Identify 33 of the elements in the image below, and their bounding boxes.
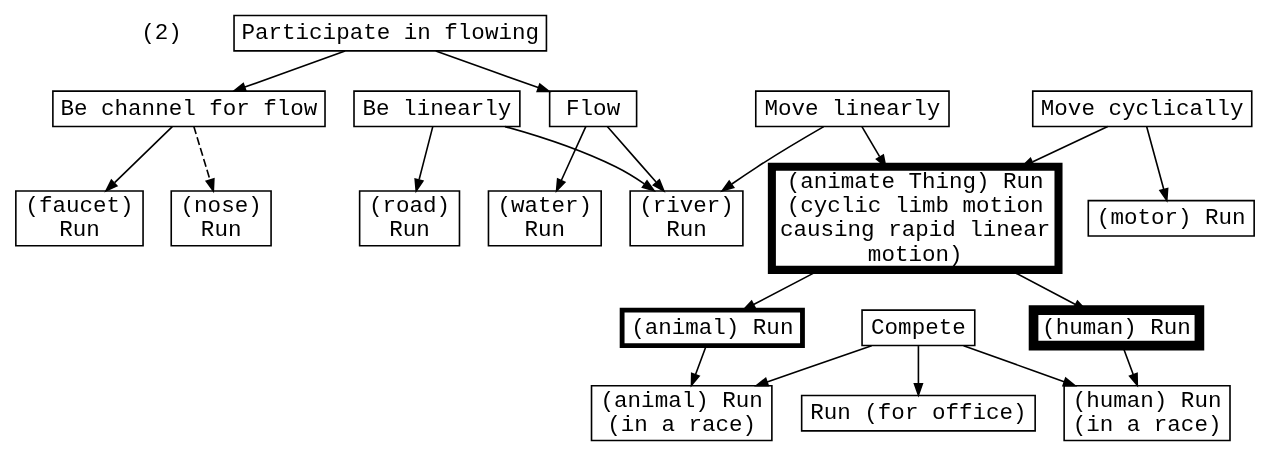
node-box: Move linearly	[754, 89, 950, 127]
node-box: Run (for office)	[800, 394, 1036, 432]
node-box: Participate in flowing	[233, 14, 548, 52]
arrow	[962, 344, 1078, 386]
node-box: (human) Run (in a race)	[1063, 384, 1231, 441]
arrow	[1145, 125, 1169, 203]
node-box: (animal) Run (in a race)	[590, 384, 773, 441]
node-box: (animate Thing) Run (cyclic limb motion causing rapid linear motion)	[767, 162, 1063, 274]
label: (2)	[141, 19, 182, 46]
node-box: Flow	[548, 89, 638, 127]
node-box: (road) Run	[358, 189, 461, 246]
node-box: Be channel for flow	[52, 89, 326, 127]
arrow	[754, 344, 873, 386]
node-box: (human) Run	[1028, 304, 1205, 350]
arrow	[434, 49, 552, 92]
node-box: Be linearly	[353, 89, 521, 127]
arrow	[504, 125, 656, 192]
arrow	[606, 125, 666, 193]
arrow	[555, 125, 587, 193]
node-box: (river) Run	[629, 189, 744, 246]
arrow	[193, 125, 215, 193]
arrow	[231, 49, 346, 92]
arrow	[414, 125, 434, 193]
arrow	[720, 125, 825, 192]
node-box: (motor) Run	[1087, 199, 1255, 237]
node-box: (nose) Run	[170, 189, 272, 246]
node-box: Move cyclically	[1031, 89, 1253, 127]
node-box: (animal) Run	[619, 307, 805, 348]
node-box: (faucet) Run	[15, 189, 144, 246]
arrow	[913, 344, 924, 397]
arrow	[104, 125, 174, 193]
node-box: (water) Run	[487, 189, 602, 246]
node-box: Compete	[861, 308, 976, 346]
